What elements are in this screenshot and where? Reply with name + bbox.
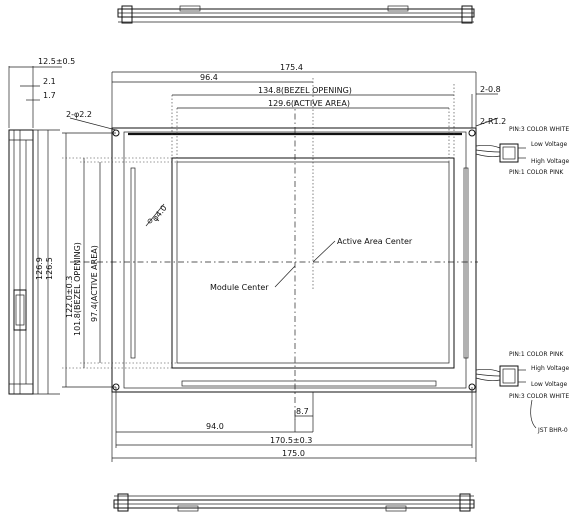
dim-side-offset-1: 2.1	[43, 77, 56, 86]
conn-top-low: Low Voltage	[531, 141, 568, 148]
dim-bottom-170: 170.5±0.3	[270, 436, 312, 445]
dim-height-122: 122.0±0.3	[65, 276, 74, 318]
conn-bot-jst: JST BHR-0	[537, 427, 568, 434]
conn-top-pin3: PIN:3 COLOR WHITE	[509, 126, 569, 133]
conn-bot-pin1: PIN:1 COLOR PINK	[509, 351, 564, 358]
dim-height-126-9: 126.9	[35, 257, 44, 280]
dim-active-area-height: 97.4(ACTIVE AREA)	[90, 245, 99, 322]
left-side-dims	[8, 66, 62, 395]
center-leaders	[274, 240, 336, 288]
dim-bottom-94: 94.0	[206, 422, 224, 431]
bottom-side-view	[113, 493, 475, 512]
dim-height-126-5: 126.5	[45, 257, 54, 280]
dim-overall-width-top: 175.4	[280, 63, 303, 72]
conn-bot-high: High Voltage	[531, 365, 570, 372]
dim-corner-radius: 2-R1.2	[480, 117, 506, 126]
dim-hole-dia: φ4.0	[150, 204, 168, 224]
conn-bot-pin3: PIN:3 COLOR WHITE	[509, 393, 569, 400]
dim-mount-hole: 2-φ2.2	[66, 110, 92, 119]
dim-bottom-175: 175.0	[282, 449, 305, 458]
conn-bot-low: Low Voltage	[531, 381, 568, 388]
connector-top	[475, 143, 526, 163]
left-side-view	[8, 129, 34, 395]
top-dims	[69, 71, 499, 200]
connector-bottom	[475, 365, 537, 429]
dim-active-area-width: 129.6(ACTIVE AREA)	[268, 99, 350, 108]
dim-bottom-offset: 8.7	[296, 407, 309, 416]
module-front-view	[62, 84, 478, 420]
hole-diameter-marker	[145, 203, 165, 227]
dim-side-thickness: 12.5±0.5	[38, 57, 75, 66]
label-active-area-center: Active Area Center	[337, 237, 413, 246]
conn-top-high: High Voltage	[531, 158, 570, 165]
dim-side-offset-2: 1.7	[43, 91, 56, 100]
top-side-view	[117, 5, 475, 24]
dim-right-offset: 2-0.8	[480, 85, 501, 94]
conn-top-pin1: PIN:1 COLOR PINK	[509, 169, 564, 176]
dim-bezel-opening-height: 101.8(BEZEL OPENING)	[73, 242, 82, 336]
left-dims	[62, 132, 116, 388]
dim-left-to-center: 96.4	[200, 73, 218, 82]
dim-bezel-opening-width: 134.8(BEZEL OPENING)	[258, 86, 352, 95]
label-module-center: Module Center	[210, 283, 269, 292]
bottom-dims	[111, 387, 477, 462]
